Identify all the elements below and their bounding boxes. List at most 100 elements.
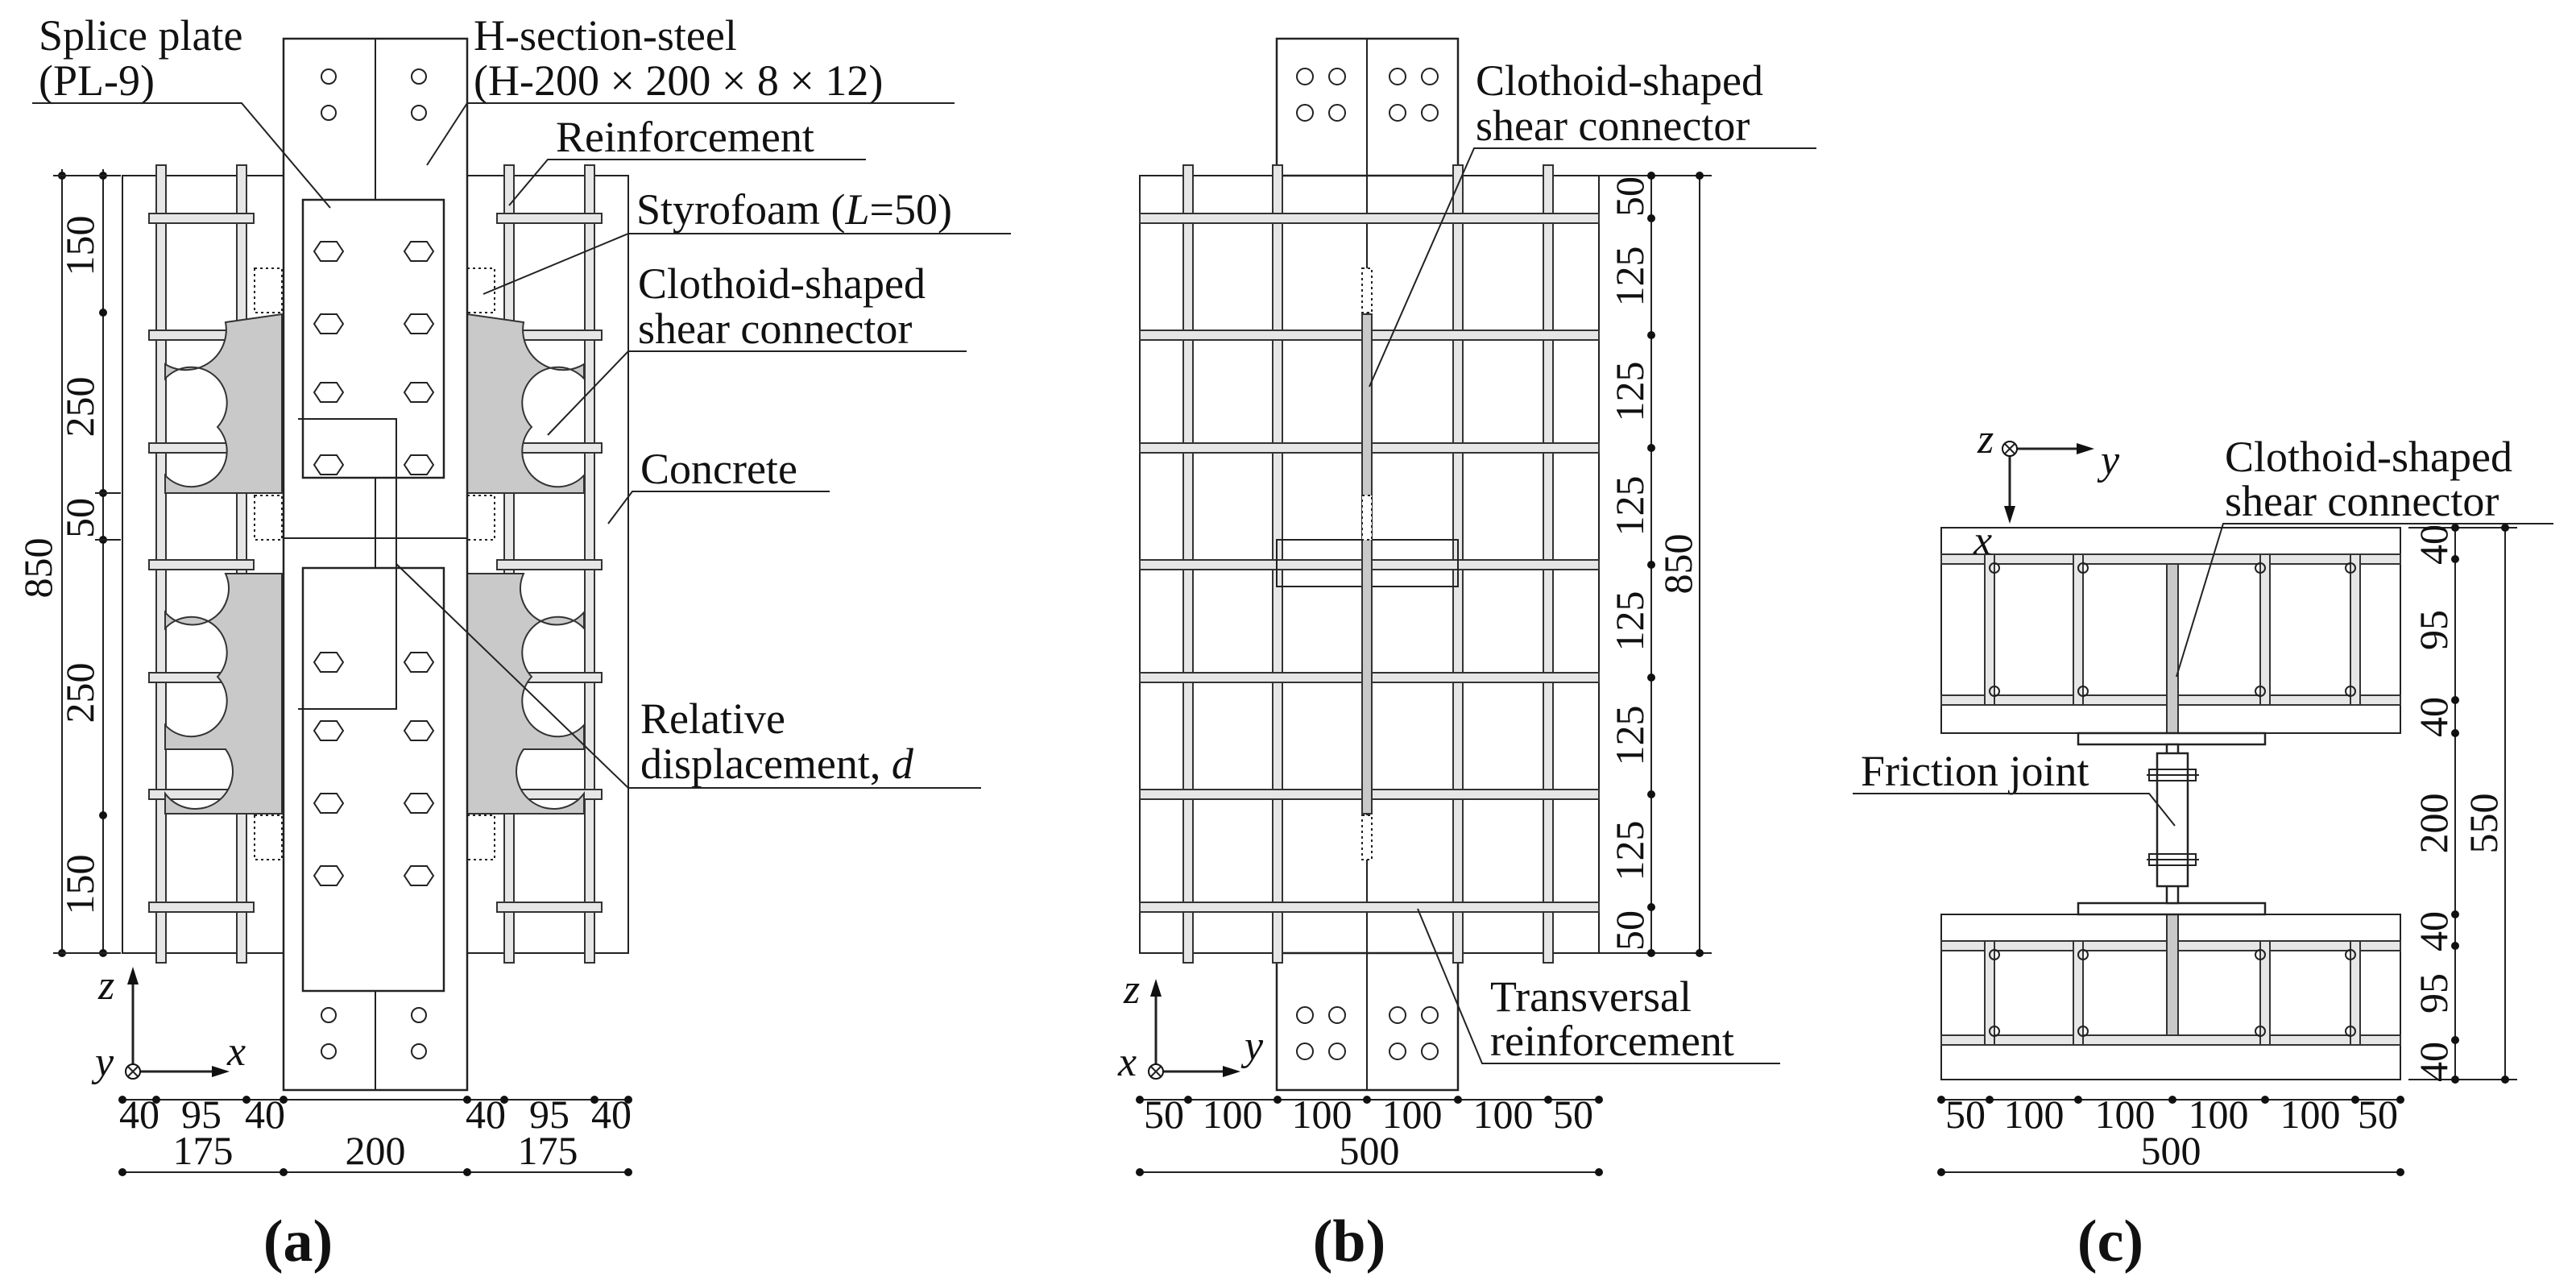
splice-plate-lower	[301, 566, 445, 993]
dim-b-v3: 125	[1607, 362, 1652, 422]
dims-vertical-c: 40 95 40 200 40 95 40 550	[2408, 524, 2517, 1084]
dim-a-v3: 50	[57, 498, 102, 538]
flange-c-upper	[2077, 732, 2267, 746]
dim-a-h7: 175	[173, 1128, 234, 1173]
dim-b-h1: 50	[1144, 1092, 1184, 1137]
dim-b-v7: 125	[1607, 821, 1652, 881]
styrofoam-a2	[254, 495, 283, 541]
axis-a-up: z	[97, 963, 114, 1009]
styrofoam-a1	[254, 267, 283, 313]
label-concrete: Concrete	[640, 445, 797, 493]
dims-vertical-a: 150 250 50 250 150 850	[15, 172, 121, 957]
dim-a-v4: 250	[57, 663, 102, 723]
dim-a-v5: 150	[57, 855, 102, 915]
dim-c-total-h: 500	[2141, 1128, 2201, 1173]
dim-a-h4: 40	[466, 1092, 506, 1137]
flange-c-lower	[2077, 902, 2267, 916]
label-relative-displacement-2: displacement, d	[640, 740, 914, 788]
dim-c-v7: 40	[2411, 1042, 2456, 1082]
dim-b-total-h: 500	[1340, 1128, 1400, 1173]
caption-b: (b)	[1313, 1208, 1385, 1275]
dim-a-h6: 40	[591, 1092, 632, 1137]
dim-c-h5: 100	[2280, 1092, 2341, 1137]
label-clothoid-connector-2: shear connector	[638, 305, 912, 353]
styrofoam-a5	[466, 495, 495, 541]
dims-vertical-b: 50 125 125 125 125 125 125 50 850	[1599, 172, 1712, 957]
dim-b-v6: 125	[1607, 706, 1652, 766]
dim-a-h2: 95	[181, 1092, 222, 1137]
axes-c: z y x	[1973, 417, 2120, 564]
clothoid-connector-left-upper	[164, 313, 283, 494]
dim-c-h1: 50	[1945, 1092, 1986, 1137]
splice-plate-upper	[301, 198, 445, 479]
dim-b-h2: 100	[1203, 1092, 1263, 1137]
label-splice-plate-2: (PL-9)	[39, 56, 155, 105]
label-h-section-steel-1: H-section-steel	[474, 11, 737, 60]
dim-c-h2: 100	[2004, 1092, 2065, 1137]
dim-a-h8: 200	[346, 1128, 406, 1173]
dim-b-v5: 125	[1607, 591, 1652, 652]
clothoid-connector-right-upper	[466, 313, 585, 494]
label-relative-displacement-1: Relative	[640, 694, 785, 743]
panel-c: Clothoid-shaped shear connector Friction…	[1853, 417, 2553, 1275]
dim-a-h5: 95	[529, 1092, 569, 1137]
label-reinforcement: Reinforcement	[556, 113, 814, 161]
styrofoam-a6	[466, 815, 495, 860]
axis-b-right: y	[1240, 1023, 1264, 1069]
axis-b-out: x	[1117, 1039, 1137, 1085]
label-clothoid-connector-1: Clothoid-shaped	[638, 259, 926, 308]
dim-c-v3: 40	[2411, 697, 2456, 737]
dim-c-total: 550	[2461, 794, 2506, 854]
caption-a: (a)	[263, 1208, 333, 1275]
dim-c-h3: 100	[2095, 1092, 2156, 1137]
styrofoam-a3	[254, 815, 283, 860]
dims-bottom-b: 50 100 100 100 100 50 500	[1136, 1092, 1603, 1176]
dim-b-h3: 100	[1292, 1092, 1352, 1137]
dim-b-h5: 100	[1473, 1092, 1534, 1137]
label-b-connector-1: Clothoid-shaped	[1476, 56, 1763, 105]
axes-b: z y x	[1117, 967, 1264, 1085]
clothoid-connector-c-lower	[2166, 914, 2179, 1036]
label-h-section-steel-2: (H-200 × 200 × 8 × 12)	[474, 56, 883, 105]
dim-b-h6: 50	[1553, 1092, 1593, 1137]
friction-joint-bolts	[2147, 769, 2199, 866]
dim-c-v4: 200	[2411, 794, 2456, 854]
axis-c-right: y	[2097, 437, 2120, 483]
bolt-holes-a	[313, 68, 435, 1059]
axis-b-up: z	[1123, 967, 1140, 1013]
label-b-connector-2: shear connector	[1476, 102, 1750, 150]
dims-bottom-c: 50 100 100 100 100 50 500	[1937, 1092, 2404, 1176]
dim-a-h9: 175	[518, 1128, 578, 1173]
dim-c-v1: 40	[2411, 524, 2456, 565]
dim-c-v6: 95	[2411, 973, 2456, 1013]
dim-c-h6: 50	[2358, 1092, 2398, 1137]
dim-a-h1: 40	[119, 1092, 159, 1137]
label-friction-joint: Friction joint	[1861, 747, 2089, 795]
dim-b-v2: 125	[1607, 247, 1652, 307]
label-transversal-1: Transversal	[1490, 972, 1692, 1021]
dims-bottom-a: 40 95 40 40 95 40 175 200 175	[118, 1092, 632, 1176]
clothoid-connector-left-lower	[164, 573, 283, 815]
label-c-connector-1: Clothoid-shaped	[2225, 433, 2512, 481]
friction-joint-plate	[2156, 752, 2189, 888]
axis-a-right: x	[226, 1029, 246, 1075]
dim-a-v1: 150	[57, 216, 102, 276]
dim-b-v8: 50	[1607, 910, 1652, 951]
dim-b-total: 850	[1655, 534, 1700, 595]
axes-a: z x y	[91, 963, 246, 1085]
axis-c-into: z	[1977, 417, 1994, 462]
clothoid-connector-right-lower	[466, 573, 585, 815]
label-styrofoam: Styrofoam (L=50)	[636, 185, 952, 234]
dim-a-total: 850	[15, 538, 60, 599]
dim-a-v2: 250	[57, 377, 102, 437]
bolt-holes-b	[1296, 68, 1439, 1060]
dim-b-v4: 125	[1607, 476, 1652, 537]
label-transversal-2: reinforcement	[1490, 1017, 1734, 1065]
panel-b: Clothoid-shaped shear connector Transver…	[1117, 37, 1816, 1275]
dim-c-v5: 40	[2411, 911, 2456, 951]
caption-c: (c)	[2077, 1208, 2143, 1275]
axis-c-down: x	[1973, 518, 1992, 564]
label-c-connector-2: shear connector	[2225, 477, 2499, 525]
dim-b-v1: 50	[1607, 176, 1652, 217]
